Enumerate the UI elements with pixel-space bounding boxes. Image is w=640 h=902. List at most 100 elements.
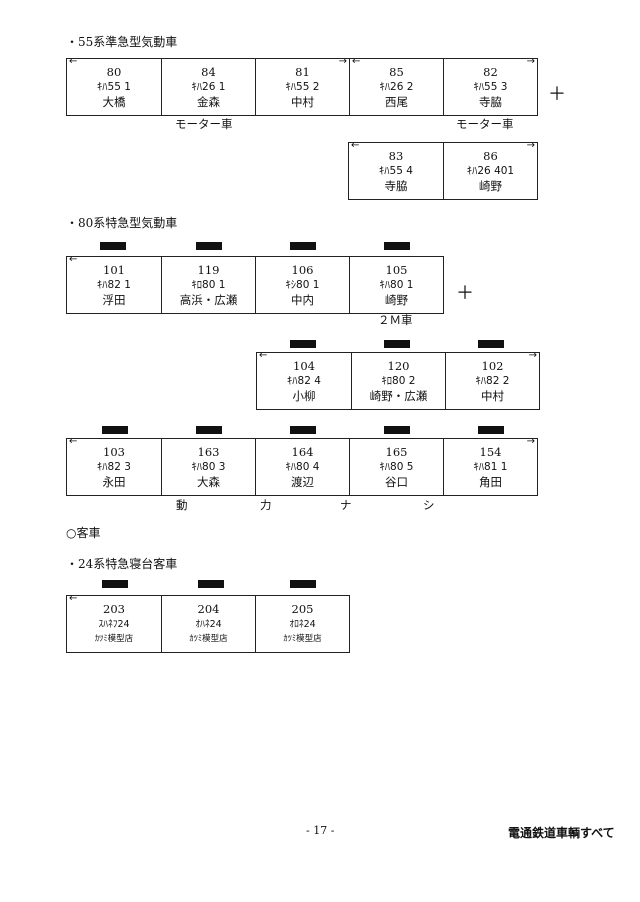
car-owner: 崎野 [479,178,502,193]
train-80-second: ← 104 ｷﾊ82 4 小柳 120 ｷﾛ80 2 崎野・広瀬 → 102 ｷ… [256,350,540,410]
car-number: 101 [103,262,125,277]
car-type: ｷﾊ26 2 [379,80,414,93]
pantograph-icon [196,242,222,250]
car-owner: 崎野・広瀬 [369,388,428,403]
car-number: 104 [293,358,315,373]
car-type: ｷﾊ80 4 [285,460,320,473]
unpowered-label-char: 力 [260,498,272,512]
car-owner: 高浜・広瀬 [179,292,238,307]
car-number: 119 [197,262,220,277]
left-arrow-icon: ← [69,254,78,265]
pantograph-icon [290,340,316,348]
right-arrow-icon: → [526,56,535,67]
car: → 81 ｷﾊ55 2 中村 [255,56,349,115]
car: 84 ｷﾊ26 1 金森 [161,59,255,115]
car: ← 85 ｷﾊ26 2 西尾 [349,56,443,115]
car-owner: 小柳 [292,388,316,403]
car: 120 ｷﾛ80 2 崎野・広瀬 [351,353,445,409]
car-number: 82 [483,64,498,79]
car-owner: ｶﾂﾐ模型店 [94,633,134,644]
car-type: ｽﾊﾈﾌ24 [98,618,130,630]
car-number: 163 [197,444,220,459]
left-arrow-icon: ← [351,140,360,151]
car-number: 105 [385,262,408,277]
unpowered-label-char: ナ [340,498,352,512]
car: → 86 ｷﾊ26 401 崎野 [443,140,537,199]
car-owner: 大森 [197,474,220,489]
right-arrow-icon: → [526,140,535,151]
car-number: 102 [481,358,504,373]
car-owner: ｶﾂﾐ模型店 [283,633,322,644]
2m-car-label: ２Ｍ車 [378,313,413,327]
car: → 82 ｷﾊ55 3 寺脇 [443,56,537,115]
motor-car-label: モーター車 [175,117,233,131]
car: 105 ｷﾊ80 1 崎野 [349,257,443,313]
car-type: ｷﾊ80 3 [191,460,226,473]
pantograph-icon [384,242,410,250]
car: ← 203 ｽﾊﾈﾌ24 ｶﾂﾐ模型店 [67,593,161,652]
car-number: 103 [103,444,125,459]
car: 205 ｵﾛﾈ24 ｶﾂﾐ模型店 [255,596,349,652]
car-owner: 大橋 [102,94,126,109]
left-arrow-icon: ← [352,56,361,67]
car-type: ｷﾊ81 1 [473,460,508,473]
car-type: ｷﾊ55 1 [97,80,131,93]
car-number: 165 [385,444,408,459]
car-owner: 西尾 [385,94,408,109]
plus-sign: ＋ [456,283,474,304]
left-arrow-icon: ← [69,436,78,447]
car-type: ｷﾊ82 2 [475,374,510,387]
car: ← 103 ｷﾊ82 3 永田 [67,436,161,495]
left-arrow-icon: ← [69,56,78,67]
pantograph-icon [290,580,316,588]
pantograph-icon [478,426,504,434]
right-arrow-icon: → [528,350,537,361]
pantograph-icon [384,340,410,348]
car-type: ｷﾊ55 4 [379,164,413,177]
car-owner: 渡辺 [291,474,314,489]
pantograph-icon [198,580,224,588]
car-type: ｷﾛ80 2 [381,374,416,387]
car-number: 80 [106,64,122,79]
car-number: 154 [479,444,502,459]
car-number: 120 [387,358,410,373]
car-number: 85 [389,64,404,79]
car-owner: 谷口 [385,474,408,489]
car-number: 205 [291,601,314,616]
car-type: ｷﾛ80 1 [191,278,226,291]
pantograph-icon [102,580,128,588]
car-owner: 金森 [197,94,220,109]
car-owner: 中内 [291,292,314,307]
car-number: 204 [197,601,220,616]
pantograph-icon [384,426,410,434]
car-number: 86 [483,148,498,163]
car-type: ｷﾊ26 1 [191,80,226,93]
pantograph-icon [196,426,222,434]
24-series-heading: ・24系特急寝台客車 [66,557,178,571]
car: 119 ｷﾛ80 1 高浜・広瀬 [161,257,255,313]
section-55-heading: ・55系準急型気動車 [66,35,178,49]
car: 204 ｵﾊﾈ24 ｶﾂﾐ模型店 [161,596,255,652]
car-type: ｷﾊ55 2 [285,80,320,93]
car: → 154 ｷﾊ81 1 角田 [443,437,537,495]
pantograph-icon [478,340,504,348]
page-number: - 17 - [306,824,335,837]
car: ← 80 ｷﾊ55 1 大橋 [67,56,161,115]
right-arrow-icon: → [338,56,347,67]
car-number: 164 [291,444,314,459]
pantograph-icon [290,426,316,434]
pantograph-icon [100,242,126,250]
train-55-additional: ← 83 ｷﾊ55 4 寺脇 → 86 ｷﾊ26 401 崎野 [348,140,538,200]
car-type: ｷﾊ82 1 [97,278,131,291]
unpowered-label-char: 動 [176,498,188,512]
car: ← 101 ｷﾊ82 1 浮田 [67,254,161,313]
car-type: ｷﾊ26 401 [466,164,515,177]
left-arrow-icon: ← [69,593,78,604]
document-title: 電通鉄道車輌すべて [508,826,615,840]
car: 165 ｷﾊ80 5 谷口 [349,439,443,495]
train-24-series: ← 203 ｽﾊﾈﾌ24 ｶﾂﾐ模型店 204 ｵﾊﾈ24 ｶﾂﾐ模型店 205… [66,593,350,653]
car-owner: 寺脇 [384,178,408,193]
pantograph-icon [290,242,316,250]
car-type: ｵﾛﾈ24 [289,618,316,630]
motor-car-label: モーター車 [456,117,514,131]
